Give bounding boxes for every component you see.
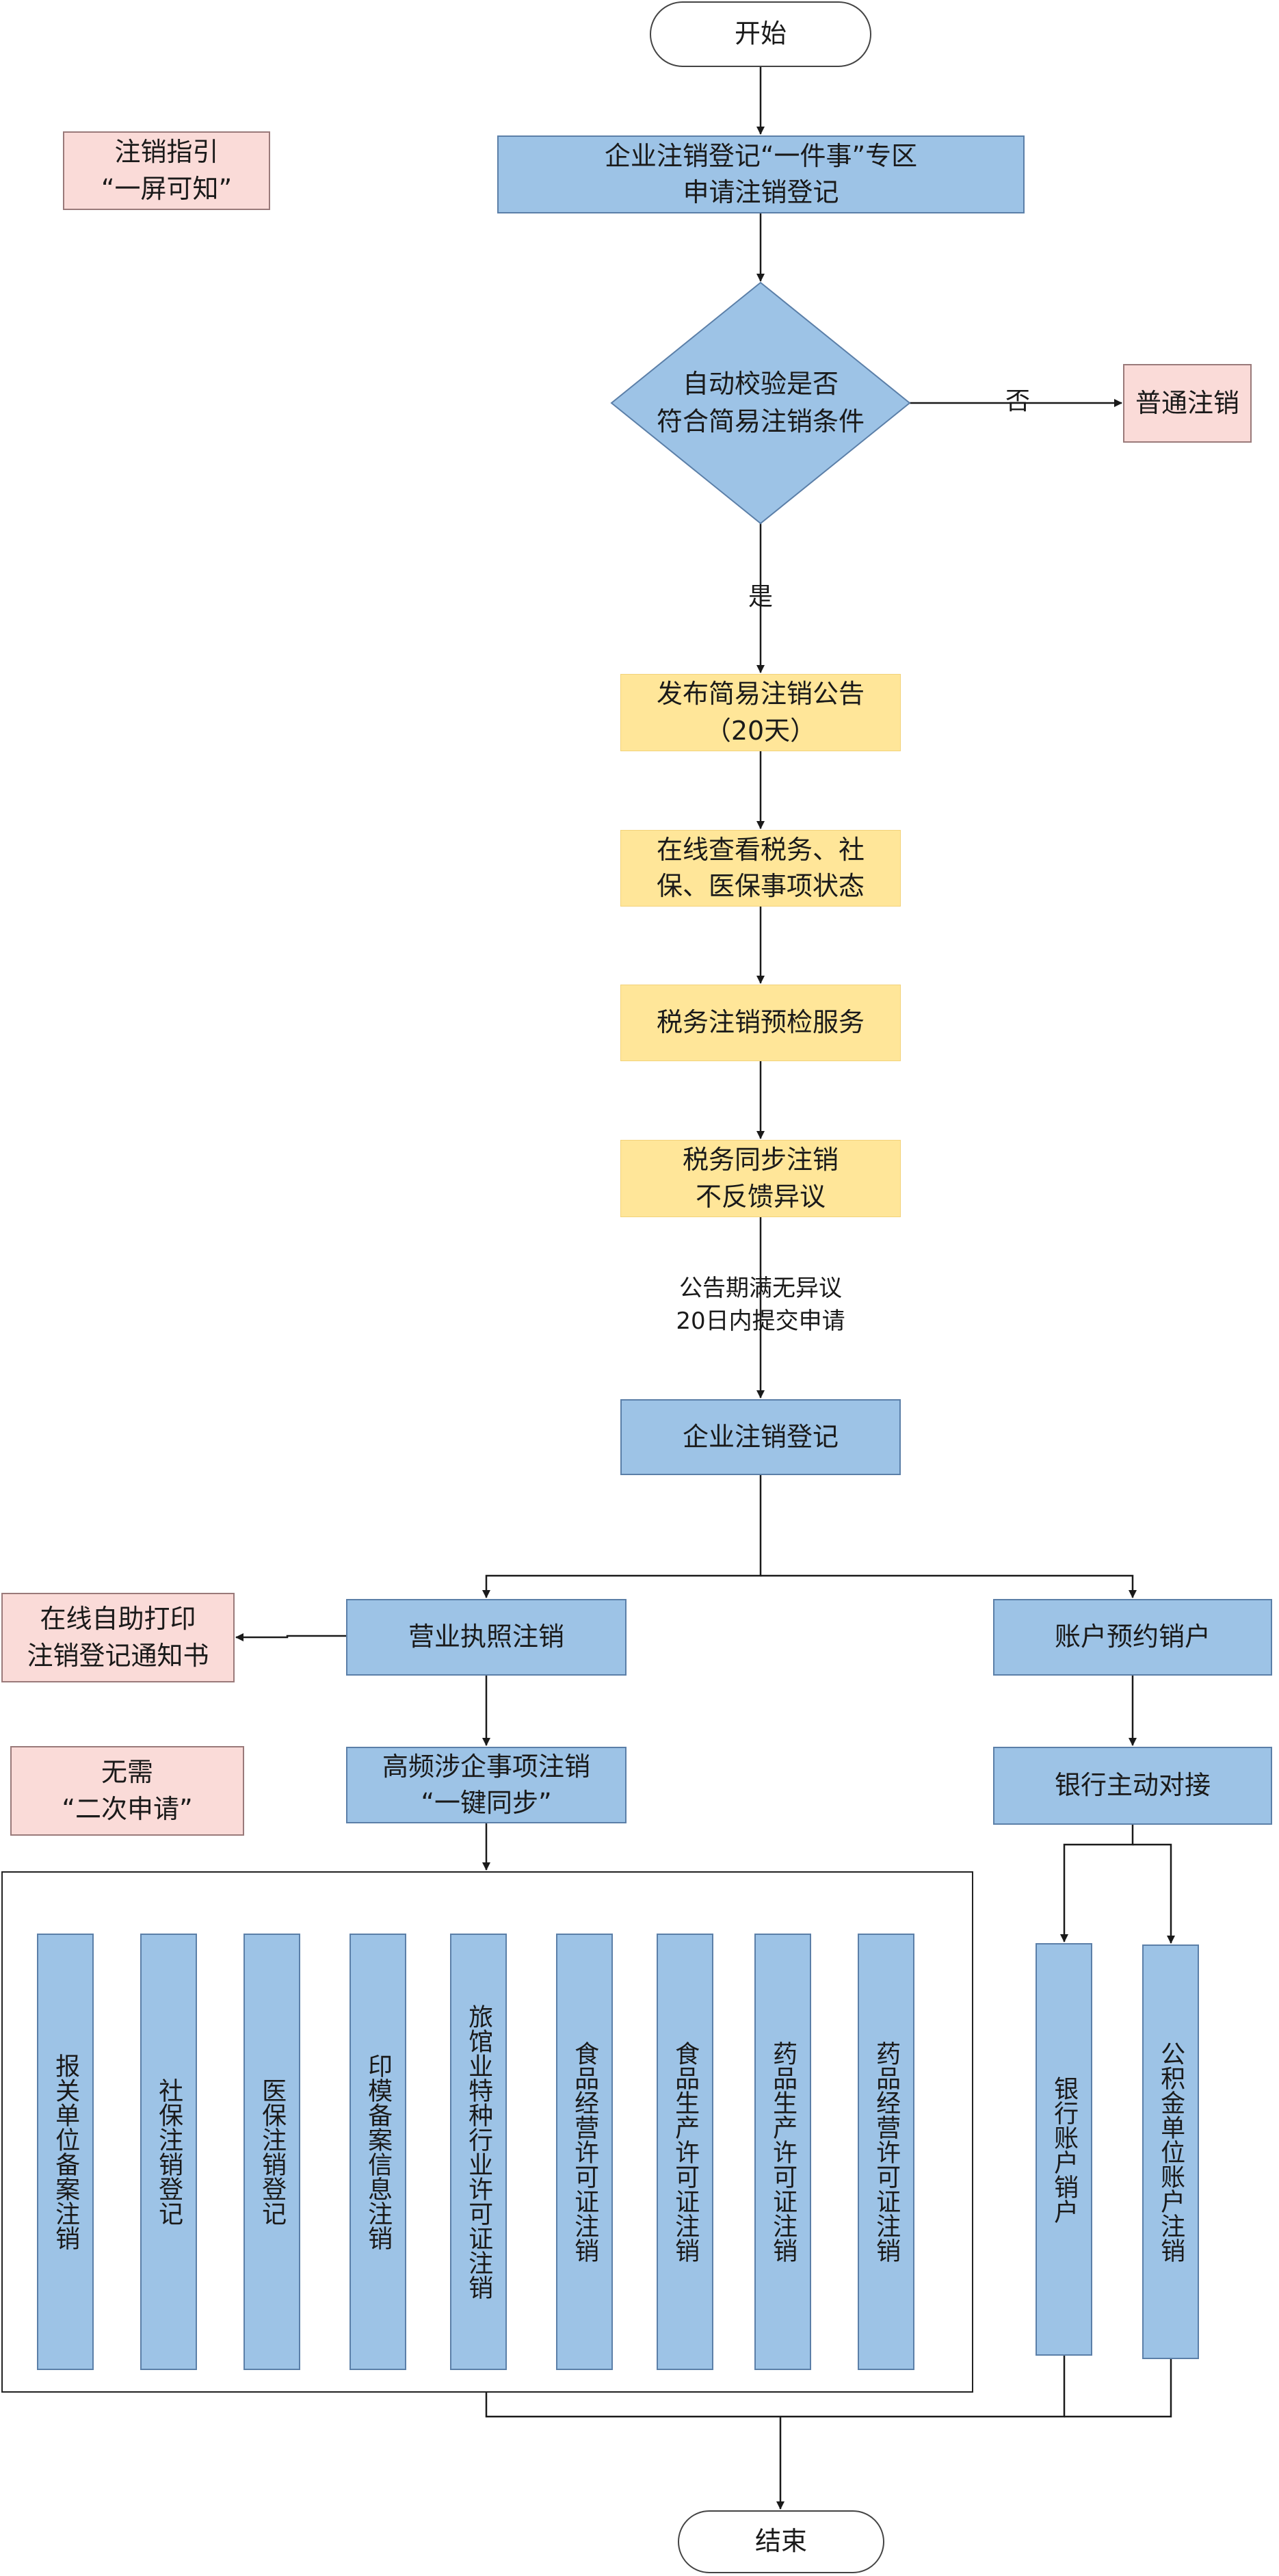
license-cancel-label: 营业执照注销 [408,1622,564,1652]
normal-cancel-label: 普通注销 [1135,387,1239,418]
check-line2: 符合简易注销条件 [656,406,865,437]
tax-precheck-label: 税务注销预检服务 [656,1007,865,1038]
online-view-line2: 保、医保事项状态 [656,871,865,901]
tax-sync-line1: 税务同步注销 [682,1145,839,1175]
publish-node: 发布简易注销公告 （20天） [620,674,901,751]
bank-account-node: 银行账户销户 [1036,1943,1092,2356]
tax-precheck-node: 税务注销预检服务 [620,985,901,1061]
apply-line1: 企业注销登记“一件事”专区 [604,140,918,171]
apply-node: 企业注销登记“一件事”专区 申请注销登记 [497,135,1025,213]
register-node: 企业注销登记 [620,1399,901,1475]
bank-dock-node: 银行主动对接 [993,1747,1272,1825]
sync-item-drug-business: 药品经营许可证注销 [858,1934,914,2370]
edge-frame-merge [485,2393,780,2418]
edge-dock-bank [1060,1825,1134,1942]
publish-line2: （20天） [704,715,817,746]
edge-register-account [761,1574,1137,1598]
print-notice-line2: 注销登记通知书 [27,1640,209,1671]
bank-dock-label: 银行主动对接 [1054,1770,1211,1801]
check-label: 自动校验是否 符合简易注销条件 [611,342,910,464]
edge-label-period: 公告期满无异议 20日内提交申请 [629,1273,892,1338]
high-freq-line2: “一键同步” [421,1788,552,1818]
sync-item-drug-production: 药品生产许可证注销 [754,1934,811,2370]
decision-diamond [610,281,911,525]
period-line1: 公告期满无异议 [679,1275,842,1302]
sync-item-medical-insurance: 医保注销登记 [243,1934,300,2370]
sync-item-food-production: 食品生产许可证注销 [657,1934,713,2370]
print-notice-line1: 在线自助打印 [40,1604,196,1635]
print-notice-node: 在线自助打印 注销登记通知书 [1,1593,235,1682]
sync-item-hotel-permit: 旅馆业特种行业许可证注销 [450,1934,507,2370]
start-label: 开始 [734,18,787,49]
no-second-line1: 无需 [101,1757,153,1788]
publish-line1: 发布简易注销公告 [656,679,865,710]
edge-label-yes: 是 [748,583,773,611]
fund-account-node: 公积金单位账户注销 [1142,1944,1199,2359]
sync-item-food-business: 食品经营许可证注销 [556,1934,613,2370]
check-line1: 自动校验是否 [682,368,839,399]
edge-label-no: 否 [1005,387,1030,415]
edge-dock-fund [1133,1843,1175,1944]
apply-line2: 申请注销登记 [683,177,839,207]
online-view-node: 在线查看税务、社 保、医保事项状态 [620,830,901,907]
edge-license-print [235,1633,346,1641]
normal-cancel-node: 普通注销 [1123,364,1252,443]
sync-item-social-security: 社保注销登记 [140,1934,197,2370]
tax-sync-node: 税务同步注销 不反馈异议 [620,1140,901,1217]
sync-items-frame [1,1871,973,2393]
guide-note: 注销指引 “一屏可知” [63,131,270,210]
sync-item-seal-record: 印模备案信息注销 [350,1934,406,2370]
high-freq-line1: 高频涉企事项注销 [382,1751,590,1782]
license-cancel-node: 营业执照注销 [346,1599,627,1676]
register-label: 企业注销登记 [682,1421,839,1452]
edge-register-license [482,1475,762,1598]
sync-item-customs: 报关单位备案注销 [37,1934,94,2370]
start-node: 开始 [650,1,871,67]
end-label: 结束 [754,2526,807,2557]
account-reserve-label: 账户预约销户 [1054,1622,1211,1652]
no-second-note: 无需 “二次申请” [10,1746,244,1836]
guide-note-line1: 注销指引 [114,137,219,168]
edge-fund-merge [1064,2359,1172,2418]
high-freq-node: 高频涉企事项注销 “一键同步” [346,1747,627,1823]
tax-sync-line2: 不反馈异议 [695,1181,826,1212]
online-view-line1: 在线查看税务、社 [656,834,865,865]
period-line2: 20日内提交申请 [676,1307,845,1335]
guide-note-line2: “一屏可知” [101,173,233,204]
end-node: 结束 [678,2510,884,2573]
no-second-line2: “二次申请” [62,1793,193,1824]
account-reserve-node: 账户预约销户 [993,1599,1272,1676]
